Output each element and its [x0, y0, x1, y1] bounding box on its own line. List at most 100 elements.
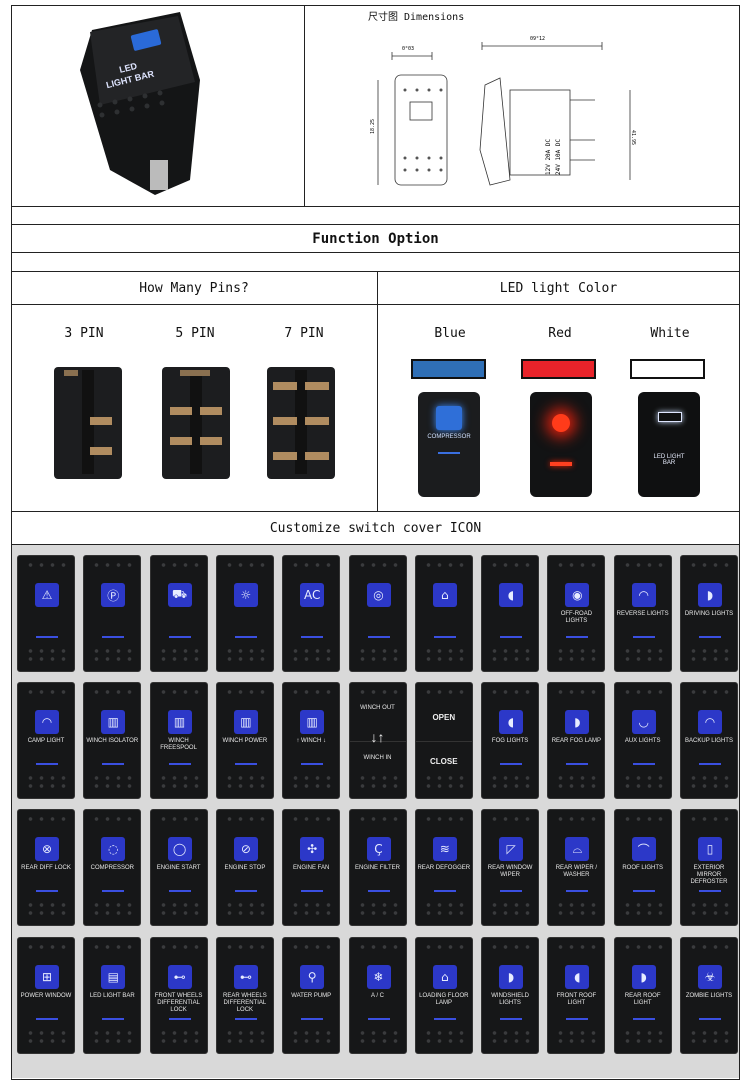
switch-cover-r3-c10: ☣ ZOMBIE LIGHTS [680, 937, 738, 1054]
switch-label: ENGINE STOP [224, 865, 266, 871]
switch-symbol-icon: ⊘ [233, 837, 258, 861]
switch-dots-top [91, 561, 136, 569]
switch-indicator-bar [301, 763, 324, 765]
switch-indicator-bar [367, 636, 390, 638]
switch-dots-top [223, 561, 268, 569]
switch-cover-r1-c7: ◖FOG LIGHTS [481, 682, 540, 799]
switch-label: ZOMBIE LIGHTS [685, 993, 733, 999]
switch-indicator-bar [500, 636, 523, 638]
switch-symbol-icon: ◖ [499, 710, 524, 734]
switch-symbol-icon: ✣ [300, 837, 325, 861]
switch-dots-bottom [25, 774, 69, 790]
switch-dots-top [422, 561, 467, 569]
color-label-blue: Blue [434, 326, 466, 341]
switch-label: REAR FOG LAMP [551, 738, 602, 744]
switch-dots-top [489, 688, 534, 696]
blue-switch-caption: COMPRESSOR [427, 434, 471, 440]
switch-cover-r1-c10: ◠ BACKUP LIGHTS [680, 682, 738, 799]
switch-dots-top [422, 943, 467, 951]
switch-symbol-icon: ◗ [565, 710, 590, 734]
switch-symbol-icon: ⊞ [35, 965, 59, 989]
switch-dots-bottom [555, 901, 600, 917]
switch-dots-bottom [621, 647, 666, 663]
switch-label: A / C [370, 993, 384, 999]
switch-indicator-bar [102, 636, 125, 638]
switch-dots-top [688, 688, 732, 696]
rule-5 [12, 304, 739, 305]
switch-label: ENGINE START [156, 865, 201, 871]
switch-cover-r1-c8: ◗ REAR FOG LAMP [547, 682, 606, 799]
switch-dots-bottom [422, 1029, 467, 1045]
dim-rating-1: 12V 20A DC [545, 138, 552, 175]
color-swatch-blue [411, 359, 486, 379]
switch-dots-top [91, 943, 136, 951]
pin-image-7 [267, 367, 335, 479]
switch-dots-top [223, 943, 268, 951]
switch-cover-r0-c9: ◠REVERSE LIGHTS [613, 555, 672, 672]
switch-indicator-bar [699, 1018, 721, 1020]
switch-label-top: OPEN [432, 713, 456, 722]
switch-label-bottom: WINCH IN [363, 755, 392, 761]
switch-indicator-bar [301, 636, 324, 638]
arrows-icon: ↓↑ [370, 729, 385, 745]
switch-dots-top [422, 688, 467, 696]
switch-symbol-icon: ⊗ [35, 837, 59, 861]
switch-symbol-icon: ▥ [167, 710, 192, 734]
switch-label: CAMP LIGHT [27, 738, 65, 744]
switch-cover-r2-c6: ≋REAR DEFOGGER [414, 809, 473, 926]
switch-dots-bottom [489, 901, 534, 917]
switch-dots-top [422, 815, 467, 823]
switch-cover-r0-c10: ◗DRIVING LIGHTS [680, 555, 738, 672]
switch-cover-r3-c2: ⊷FRONT WHEELS DIFFERENTIAL LOCK [149, 937, 208, 1054]
switch-dots-top [157, 815, 202, 823]
switch-cover-r2-c8: ⌓REAR WIPER / WASHER [547, 809, 606, 926]
dimensions-title: 尺寸图 Dimensions [368, 12, 465, 23]
switch-cover-r0-c1: Ⓟ [83, 555, 142, 672]
switch-dots-top [223, 815, 268, 823]
switch-dots-bottom [688, 1029, 732, 1045]
switch-label: AUX LIGHTS [624, 738, 661, 744]
switch-label: BACKUP LIGHTS [685, 738, 733, 744]
switch-cover-r3-c6: ⌂ LOADING FLOOR LAMP [414, 937, 473, 1054]
switch-dots-top [489, 943, 534, 951]
switch-label-bottom: CLOSE [430, 757, 458, 766]
switch-divider [349, 741, 406, 742]
switch-dots-bottom [422, 647, 467, 663]
switch-indicator-bar [433, 890, 456, 892]
rule-6 [12, 511, 739, 512]
switch-indicator-bar [36, 1018, 58, 1020]
switch-symbol-icon: ◎ [366, 583, 391, 607]
switch-symbol-icon: ◗ [499, 965, 524, 989]
color-header: LED light Color [499, 281, 618, 296]
switch-cover-r2-c4: ✣ENGINE FAN [282, 809, 341, 926]
dimension-drawing: 0°03 09°12 18.25 41.95 12V 20A DC 24V 10… [370, 36, 636, 186]
switch-symbol-icon: ◯ [167, 837, 192, 861]
switch-indicator-bar [566, 636, 589, 638]
hero-switch-image: LED LIGHT BAR [80, 12, 200, 195]
switch-symbol-icon: ⌂ [432, 965, 457, 989]
switch-label: ENGINE FILTER [355, 865, 400, 871]
switch-indicator-bar [168, 636, 191, 638]
switch-dots-top [290, 815, 335, 823]
switch-symbol-icon: ⊷ [167, 965, 192, 989]
switch-dots-bottom [489, 1029, 534, 1045]
switch-dots-top [157, 561, 202, 569]
switch-dots-bottom [422, 901, 467, 917]
switch-dots-bottom [555, 774, 600, 790]
switch-dots-bottom [489, 647, 534, 663]
switch-label: POWER WINDOW [20, 993, 72, 999]
switch-indicator-bar [433, 636, 456, 638]
switch-label: REAR DIFF LOCK [21, 865, 71, 871]
switch-symbol-icon: Ҫ [366, 837, 391, 861]
switch-symbol-icon: ▤ [101, 965, 126, 989]
switch-symbol-icon: ◡ [631, 710, 656, 734]
switch-symbol-icon: ◠ [698, 710, 722, 734]
hero-line1: LED [118, 61, 138, 75]
switch-dots-bottom [91, 901, 136, 917]
switch-symbol-icon: ☣ [698, 965, 722, 989]
switch-label: LOADING FLOOR LAMP [419, 993, 469, 1006]
switch-dots-bottom [356, 901, 401, 917]
switch-dots-bottom [422, 774, 467, 790]
switch-dots-bottom [621, 901, 666, 917]
